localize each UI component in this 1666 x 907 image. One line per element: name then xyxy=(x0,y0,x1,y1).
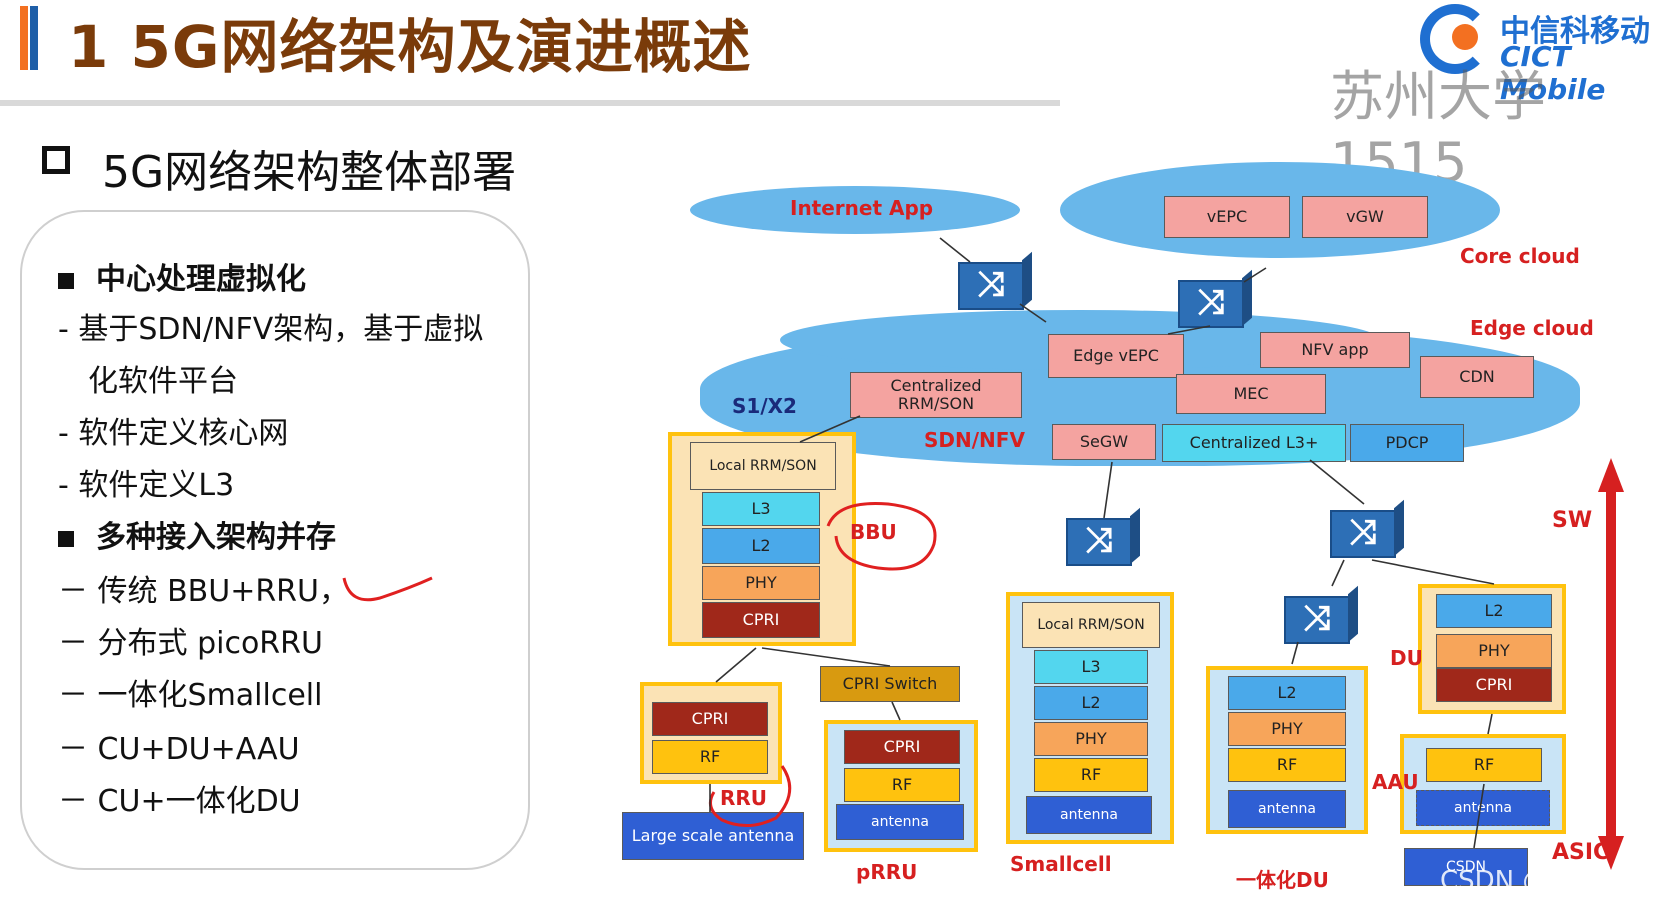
segw-box: SeGW xyxy=(1052,424,1156,460)
logo-text-en: CICT Mobile xyxy=(1500,40,1606,106)
smallcell-l3-box: L3 xyxy=(1034,650,1148,684)
left-panel xyxy=(20,210,530,870)
vgw-box: vGW xyxy=(1302,196,1428,238)
bullet-head: 中心处理虚拟化 xyxy=(58,254,306,298)
sw-label: SW xyxy=(1552,508,1593,533)
smallcell-antenna-box: antenna xyxy=(1026,796,1152,834)
switch-icon: ⤨ xyxy=(1330,510,1396,558)
prru-label: pRRU xyxy=(856,860,918,884)
edge-vepc-box: Edge vEPC xyxy=(1048,334,1184,378)
credit-watermark: CSDN @JiangEZ xyxy=(1440,866,1647,896)
section-checkbox-icon xyxy=(42,146,70,174)
logo-text-cn: 中信科移动 xyxy=(1500,14,1650,49)
integrated-du-label: 一体化DU xyxy=(1236,868,1329,892)
nfv-app-box: NFV app xyxy=(1260,332,1410,368)
logo-mark-icon xyxy=(1420,4,1490,74)
prru-rf-box: RF xyxy=(844,768,960,802)
bullet-item: － CU+DU+AAU xyxy=(58,732,300,767)
cdn-box: CDN xyxy=(1420,356,1534,398)
section-title: 5G网络架构整体部署 xyxy=(102,147,517,198)
internet-cloud xyxy=(690,186,1020,234)
handwritten-check-mark xyxy=(342,576,433,602)
bullet-item: － 传统 BBU+RRU， xyxy=(58,574,349,609)
bullet-item: － CU+一体化DU xyxy=(58,784,301,819)
bbu-phy-box: PHY xyxy=(702,566,820,600)
du-l2-box: L2 xyxy=(1436,594,1552,628)
prru-antenna-box: antenna xyxy=(836,804,964,840)
square-bullet-icon xyxy=(58,272,74,289)
bbu-l3-box: L3 xyxy=(702,492,820,526)
handwritten-circle xyxy=(708,765,792,827)
title-divider xyxy=(0,100,1060,106)
rru-cpri-box: CPRI xyxy=(652,702,768,736)
switch-icon: ⤨ xyxy=(958,262,1024,310)
bbu-local-rrm-box: Local RRM/SON xyxy=(690,442,836,490)
bbu-l2-box: L2 xyxy=(702,528,820,564)
smallcell-l2-box: L2 xyxy=(1034,686,1148,720)
smallcell-local-rrm-box: Local RRM/SON xyxy=(1022,602,1160,648)
pdcp-box: PDCP xyxy=(1350,424,1464,462)
integrated-du-l2-box: L2 xyxy=(1228,676,1346,710)
mec-box: MEC xyxy=(1176,374,1326,414)
s1x2-label: S1/X2 xyxy=(732,394,797,418)
bullet-item: - 基于SDN/NFV架构，基于虚拟 xyxy=(58,312,484,347)
aau-bottom-box: CSDN xyxy=(1404,848,1528,886)
integrated-du-antenna-box: antenna xyxy=(1228,790,1346,828)
asic-label: ASIC xyxy=(1552,840,1610,865)
bullet-item: － 一体化Smallcell xyxy=(58,678,323,713)
du-cpri-box: CPRI xyxy=(1436,668,1552,702)
switch-icon: ⤨ xyxy=(1178,280,1244,328)
square-bullet-icon xyxy=(58,530,74,547)
bullet-item: 化软件平台 xyxy=(88,364,238,399)
sw-asic-arrow xyxy=(1598,458,1624,870)
title-accent-bar xyxy=(20,6,28,70)
internet-app-label: Internet App xyxy=(790,196,934,220)
bullet-item: － 分布式 picoRRU xyxy=(58,626,323,661)
switch-icon: ⤨ xyxy=(1066,518,1132,566)
handwritten-circle xyxy=(826,501,937,571)
logo-dot-icon xyxy=(1452,24,1478,50)
rru-label: RRU xyxy=(720,786,768,810)
core-cloud-label: Core cloud xyxy=(1460,244,1580,268)
centralized-rrm-box: Centralized RRM/SON xyxy=(850,372,1022,418)
du-phy-box: PHY xyxy=(1436,634,1552,668)
centralized-l3-box: Centralized L3+ xyxy=(1162,424,1346,462)
page-title: 1 5G网络架构及演进概述 xyxy=(68,13,752,81)
title-accent-bar-blue xyxy=(30,6,38,70)
sdn-nfv-label: SDN/NFV xyxy=(924,428,1025,452)
smallcell-rf-box: RF xyxy=(1034,758,1148,792)
smallcell-phy-box: PHY xyxy=(1034,722,1148,756)
du-label: DU xyxy=(1390,646,1423,670)
cpri-switch-box: CPRI Switch xyxy=(820,666,960,702)
integrated-du-rf-box: RF xyxy=(1228,748,1346,782)
integrated-du-phy-box: PHY xyxy=(1228,712,1346,746)
bullet-head: 多种接入架构并存 xyxy=(58,512,336,556)
bullet-item: - 软件定义L3 xyxy=(58,468,235,503)
bullet-item: - 软件定义核心网 xyxy=(58,416,289,451)
edge-cloud-label: Edge cloud xyxy=(1470,316,1594,340)
bbu-label: BBU xyxy=(850,520,897,544)
bbu-cpri-box: CPRI xyxy=(702,602,820,638)
aau-label: AAU xyxy=(1372,770,1419,794)
rru-rf-box: RF xyxy=(652,740,768,774)
aau-rf-box: RF xyxy=(1426,748,1542,782)
switch-icon: ⤨ xyxy=(1284,596,1350,644)
prru-cpri-box: CPRI xyxy=(844,730,960,764)
aau-antenna-box: antenna xyxy=(1416,790,1550,826)
vepc-box: vEPC xyxy=(1164,196,1290,238)
smallcell-label: Smallcell xyxy=(1010,852,1112,876)
